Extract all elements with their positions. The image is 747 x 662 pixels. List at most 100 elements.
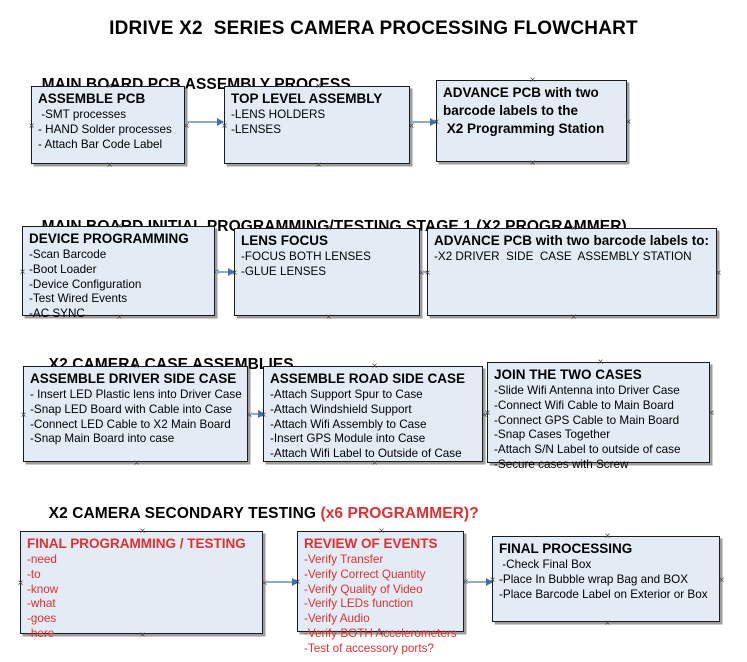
box-line: -Verify Correct Quantity xyxy=(304,567,426,581)
connector-review-of-events-to-final-processing xyxy=(466,577,493,586)
box-line: -to xyxy=(27,567,41,581)
section-heading-accent-text: (x6 PROGRAMMER)? xyxy=(320,505,479,522)
resize-handle-left[interactable] xyxy=(19,411,28,420)
box-line-overflow: -Test of accessory ports? xyxy=(304,641,434,655)
resize-handle-top[interactable] xyxy=(596,358,605,367)
box-line: -Boot Loader xyxy=(29,262,97,276)
box-line: -Scan Barcode xyxy=(29,247,107,261)
box-line: -AC SYNC xyxy=(29,307,85,321)
resize-handle-right[interactable] xyxy=(717,576,726,585)
section-heading-text: X2 CAMERA SECONDARY TESTING xyxy=(48,505,321,522)
box-line: -need xyxy=(27,552,57,566)
box-line: -Verify Transfer xyxy=(304,552,384,566)
box-line: barcode labels to the xyxy=(443,102,579,118)
resize-handle-top[interactable] xyxy=(528,76,537,85)
arrowhead-icon xyxy=(430,117,437,126)
box-line: - Attach Bar Code Label xyxy=(38,137,163,151)
box-title: ASSEMBLE ROAD SIDE CASE xyxy=(270,371,466,386)
box-line: -Insert GPS Module into Case xyxy=(270,432,426,446)
resize-handle-top[interactable] xyxy=(370,362,379,371)
resize-handle-right[interactable] xyxy=(182,122,191,131)
box-line: - Insert LED Plastic lens into Driver Ca… xyxy=(30,387,242,401)
box-line: -Snap LED Board with Cable into Case xyxy=(30,402,233,416)
box-line: -Attach Windshield Support xyxy=(270,402,412,416)
box-title: FINAL PROCESSING xyxy=(499,541,633,556)
box-line: -Connect LED Cable to X2 Main Board xyxy=(30,417,231,431)
page-title: IDRIVE X2 SERIES CAMERA PROCESSING FLOWC… xyxy=(109,18,638,39)
resize-handle-left[interactable] xyxy=(18,268,27,277)
box-line: -LENS HOLDERS xyxy=(231,107,326,121)
box-line: -Snap Main Board into case xyxy=(30,432,175,446)
box-title: DEVICE PROGRAMMING xyxy=(29,231,189,246)
resize-handle-bottom[interactable] xyxy=(528,159,537,168)
box-line: -Verify Audio xyxy=(304,612,370,626)
connector-top-level-assembly-to-advance-pcb xyxy=(412,117,437,126)
box-line: -Attach S/N Label to outside of case xyxy=(494,443,681,457)
box-advance-pcb-to-driver-side-case-assembly-station[interactable]: ADVANCE PCB with two barcode labels to: … xyxy=(427,228,717,316)
box-line: -Check Final Box xyxy=(499,557,592,571)
box-final-programming-testing[interactable]: FINAL PROGRAMMING / TESTING -need -to -k… xyxy=(20,531,263,640)
resize-handle-bottom[interactable] xyxy=(314,161,323,170)
box-review-of-events[interactable]: REVIEW OF EVENTS -Verify Transfer -Verif… xyxy=(297,531,464,655)
box-title: ADVANCE PCB with two barcode labels to: xyxy=(434,233,710,248)
connector-device-programming-to-lens-focus xyxy=(216,267,235,276)
box-line: -Snap Cases Together xyxy=(494,428,611,442)
box-line: -Attach Wifi Label to Outside of Case xyxy=(270,447,462,461)
box-line: -Verify LEDs function xyxy=(304,597,414,611)
box-line: -LENSES xyxy=(231,122,282,136)
box-device-programming[interactable]: DEVICE PROGRAMMING -Scan Barcode -Boot L… xyxy=(22,226,215,320)
box-join-the-two-cases[interactable]: JOIN THE TWO CASES -Slide Wifi Antenna i… xyxy=(487,362,710,471)
box-title: ASSEMBLE DRIVER SIDE CASE xyxy=(30,371,237,386)
box-line: -Verify BOTH Accelerometers xyxy=(304,626,457,640)
box-line: -Attach Wifi Assembly to Case xyxy=(270,417,427,431)
box-line: -goes xyxy=(27,612,57,626)
box-assemble-pcb[interactable]: ASSEMBLE PCB -SMT processes - HAND Solde… xyxy=(31,86,185,164)
box-line: -Attach Support Spur to Case xyxy=(270,387,423,401)
arrowhead-icon xyxy=(486,577,493,586)
box-assemble-driver-side-case[interactable]: ASSEMBLE DRIVER SIDE CASE - Insert LED P… xyxy=(23,366,248,462)
resize-handle-left[interactable] xyxy=(16,579,25,588)
box-title: ADVANCE PCB with two xyxy=(443,85,599,100)
connector-driver-side-to-road-side xyxy=(250,409,265,418)
box-title: REVIEW OF EVENTS xyxy=(304,536,438,551)
box-final-processing[interactable]: FINAL PROCESSING -Check Final Box -Place… xyxy=(492,536,720,622)
resize-handle-bottom[interactable] xyxy=(132,459,141,468)
box-line: -Connect Wifi Cable to Main Board xyxy=(494,398,674,412)
box-line: -Place In Bubble wrap Bag and BOX xyxy=(499,572,689,586)
resize-handle-right[interactable] xyxy=(624,118,633,127)
connector-assemble-pcb-to-top-level-assembly xyxy=(187,117,224,126)
resize-handle-left[interactable] xyxy=(27,122,36,131)
box-line: -Place Barcode Label on Exterior or Box xyxy=(499,587,708,601)
box-assemble-road-side-case[interactable]: ASSEMBLE ROAD SIDE CASE -Attach Support … xyxy=(263,366,483,462)
resize-handle-bottom[interactable] xyxy=(105,161,114,170)
connector-final-programming-to-review-of-events xyxy=(265,577,299,586)
box-advance-pcb-to-x2-programming-station[interactable]: ADVANCE PCB with two barcode labels to t… xyxy=(436,80,627,162)
resize-handle-right[interactable] xyxy=(407,122,416,131)
box-line: -Verify Quality of Video xyxy=(304,582,423,596)
resize-handle-right[interactable] xyxy=(714,269,723,278)
box-line: - HAND Solder processes xyxy=(38,122,172,136)
box-line: -here xyxy=(27,626,55,640)
box-title: JOIN THE TWO CASES xyxy=(494,367,642,382)
resize-handle-bottom[interactable] xyxy=(569,313,578,322)
arrowhead-icon xyxy=(258,409,265,418)
box-title: TOP LEVEL ASSEMBLY xyxy=(231,91,383,106)
resize-handle-bottom[interactable] xyxy=(603,619,612,628)
box-top-level-assembly[interactable]: TOP LEVEL ASSEMBLY -LENS HOLDERS -LENSES xyxy=(224,86,410,164)
box-line: -Test Wired Events xyxy=(29,292,128,306)
box-lens-focus[interactable]: LENS FOCUS -FOCUS BOTH LENSES -GLUE LENS… xyxy=(234,228,420,316)
box-title: FINAL PROGRAMMING / TESTING xyxy=(27,536,246,551)
box-line: -X2 DRIVER SIDE CASE ASSEMBLY STATION xyxy=(434,249,692,263)
resize-handle-bottom[interactable] xyxy=(324,313,333,322)
box-line: -Slide Wifi Antenna into Driver Case xyxy=(494,383,680,397)
box-line: -SMT processes xyxy=(38,107,127,121)
resize-handle-right[interactable] xyxy=(707,409,716,418)
resize-handle-top[interactable] xyxy=(603,532,612,541)
box-line: -Device Configuration xyxy=(29,277,142,291)
arrowhead-icon xyxy=(217,117,224,126)
box-line: -Secure cases with Screw xyxy=(494,457,629,471)
box-line: -GLUE LENSES xyxy=(241,264,327,278)
box-line: -know xyxy=(27,582,59,596)
box-title: ASSEMBLE PCB xyxy=(38,91,146,106)
